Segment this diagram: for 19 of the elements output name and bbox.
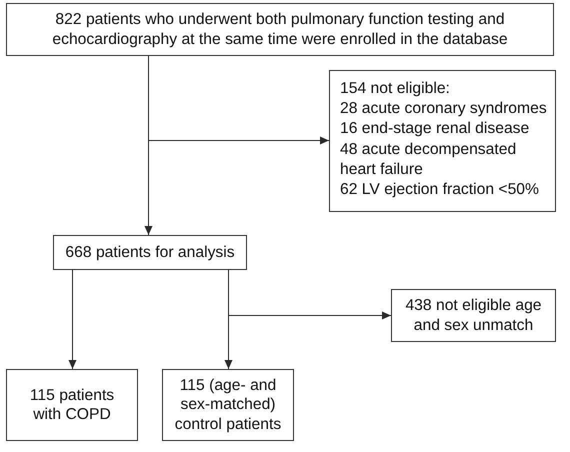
step-text: 115 (age- and sex-matched) control patients bbox=[174, 376, 282, 434]
arrow bbox=[68, 270, 76, 370]
step-text: 115 patients with COPD bbox=[28, 386, 116, 424]
process-box bbox=[6, 369, 138, 441]
exclusion-reason: 16 end-stage renal disease bbox=[340, 119, 530, 140]
step-text: 438 not eligible age and sex unmatch bbox=[404, 296, 543, 335]
exclusion-heading: 154 not eligible: bbox=[340, 78, 450, 99]
exclusion-box bbox=[329, 70, 556, 212]
exclusion-reason: 28 acute coronary syndromes bbox=[340, 99, 547, 120]
exclusion-reason: 62 LV ejection fraction <50% bbox=[340, 180, 539, 200]
process-box bbox=[162, 369, 294, 441]
exclusion-box bbox=[391, 289, 556, 342]
exclusion-reason: 48 acute decompensated heart failure bbox=[340, 140, 518, 180]
step-text: 822 patients who underwent both pulmonary function testing and echocardiography at the same time were enrolled in the database bbox=[51, 10, 509, 49]
arrow bbox=[148, 56, 330, 144]
arrow bbox=[228, 270, 392, 320]
process-box bbox=[6, 3, 554, 56]
step-text: 668 patients for analysis bbox=[65, 242, 235, 262]
process-box bbox=[53, 235, 247, 270]
